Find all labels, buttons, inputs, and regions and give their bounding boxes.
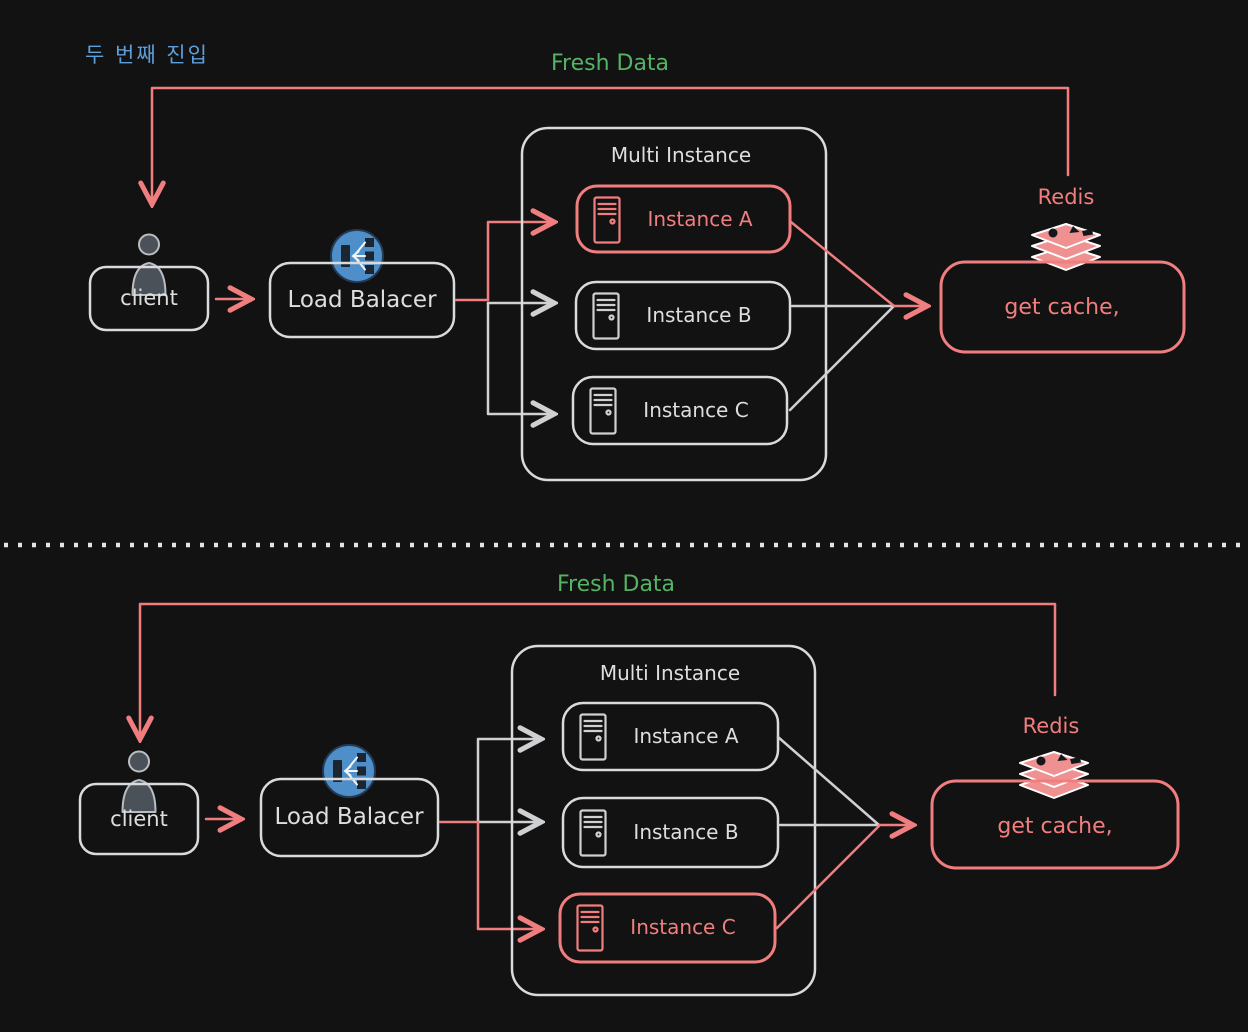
server-icon <box>592 292 620 340</box>
branch-line-to-instance-c <box>486 301 553 414</box>
instance-c-box <box>571 375 789 446</box>
branch-line-to-instance-c <box>476 820 540 929</box>
multi-instance-container <box>510 644 817 997</box>
client-label: client <box>120 286 178 310</box>
instance-a-label: Instance A <box>633 724 738 748</box>
load-balancer-box <box>268 261 456 339</box>
server-icon <box>576 904 604 952</box>
server-icon <box>579 809 607 857</box>
client-box <box>88 265 210 332</box>
instance-a-label: Instance A <box>647 207 752 231</box>
load-balancer-icon <box>330 229 384 283</box>
client-label: client <box>110 807 168 831</box>
converge-line-instance-c <box>775 824 881 930</box>
converge-line-instance-c <box>788 304 896 412</box>
server-icon <box>589 387 617 435</box>
multi-instance-label: Multi Instance <box>611 143 751 167</box>
fresh-data-return-arrow <box>140 602 1057 738</box>
fresh-data-return-arrow <box>152 86 1070 203</box>
server-icon <box>593 196 621 244</box>
multi-instance-label: Multi Instance <box>600 661 740 685</box>
load-balancer-label: Load Balacer <box>287 287 437 313</box>
converge-line-instance-a <box>789 220 896 308</box>
redis-label: Redis <box>1038 185 1095 209</box>
instance-b-label: Instance B <box>646 303 751 327</box>
redis-label: Redis <box>1023 714 1080 738</box>
redis-icon <box>1019 751 1089 799</box>
converge-line-instance-a <box>776 735 881 827</box>
fresh-data-label: Fresh Data <box>551 51 669 76</box>
server-icon <box>579 713 607 761</box>
instance-c-box <box>558 892 777 964</box>
instance-b-label: Instance B <box>633 820 738 844</box>
instance-c-label: Instance C <box>630 915 735 939</box>
branch-line-to-instance-a <box>476 739 540 824</box>
instance-c-label: Instance C <box>643 398 748 422</box>
person-icon <box>121 750 157 813</box>
load-balancer-box <box>259 777 440 858</box>
get-cache-box <box>939 260 1186 354</box>
get-cache-label: get cache, <box>997 814 1112 839</box>
multi-instance-container <box>520 126 828 482</box>
instance-a-box <box>575 184 792 254</box>
instance-b-box <box>561 796 780 869</box>
load-balancer-icon <box>322 744 376 798</box>
get-cache-box <box>930 779 1180 870</box>
client-box <box>78 782 200 856</box>
fresh-data-label: Fresh Data <box>557 572 675 597</box>
instance-b-box <box>574 280 792 351</box>
bottom-diagram: Fresh Data client Load Balacer Multi Ins… <box>78 572 1180 997</box>
branch-line-to-instance-a <box>486 222 553 302</box>
note-label: 두 번째 진입 <box>85 43 209 67</box>
get-cache-label: get cache, <box>1004 295 1119 320</box>
top-diagram: 두 번째 진입 Fresh Data client Load Balacer M… <box>85 43 1186 482</box>
load-balancer-label: Load Balacer <box>274 804 424 830</box>
